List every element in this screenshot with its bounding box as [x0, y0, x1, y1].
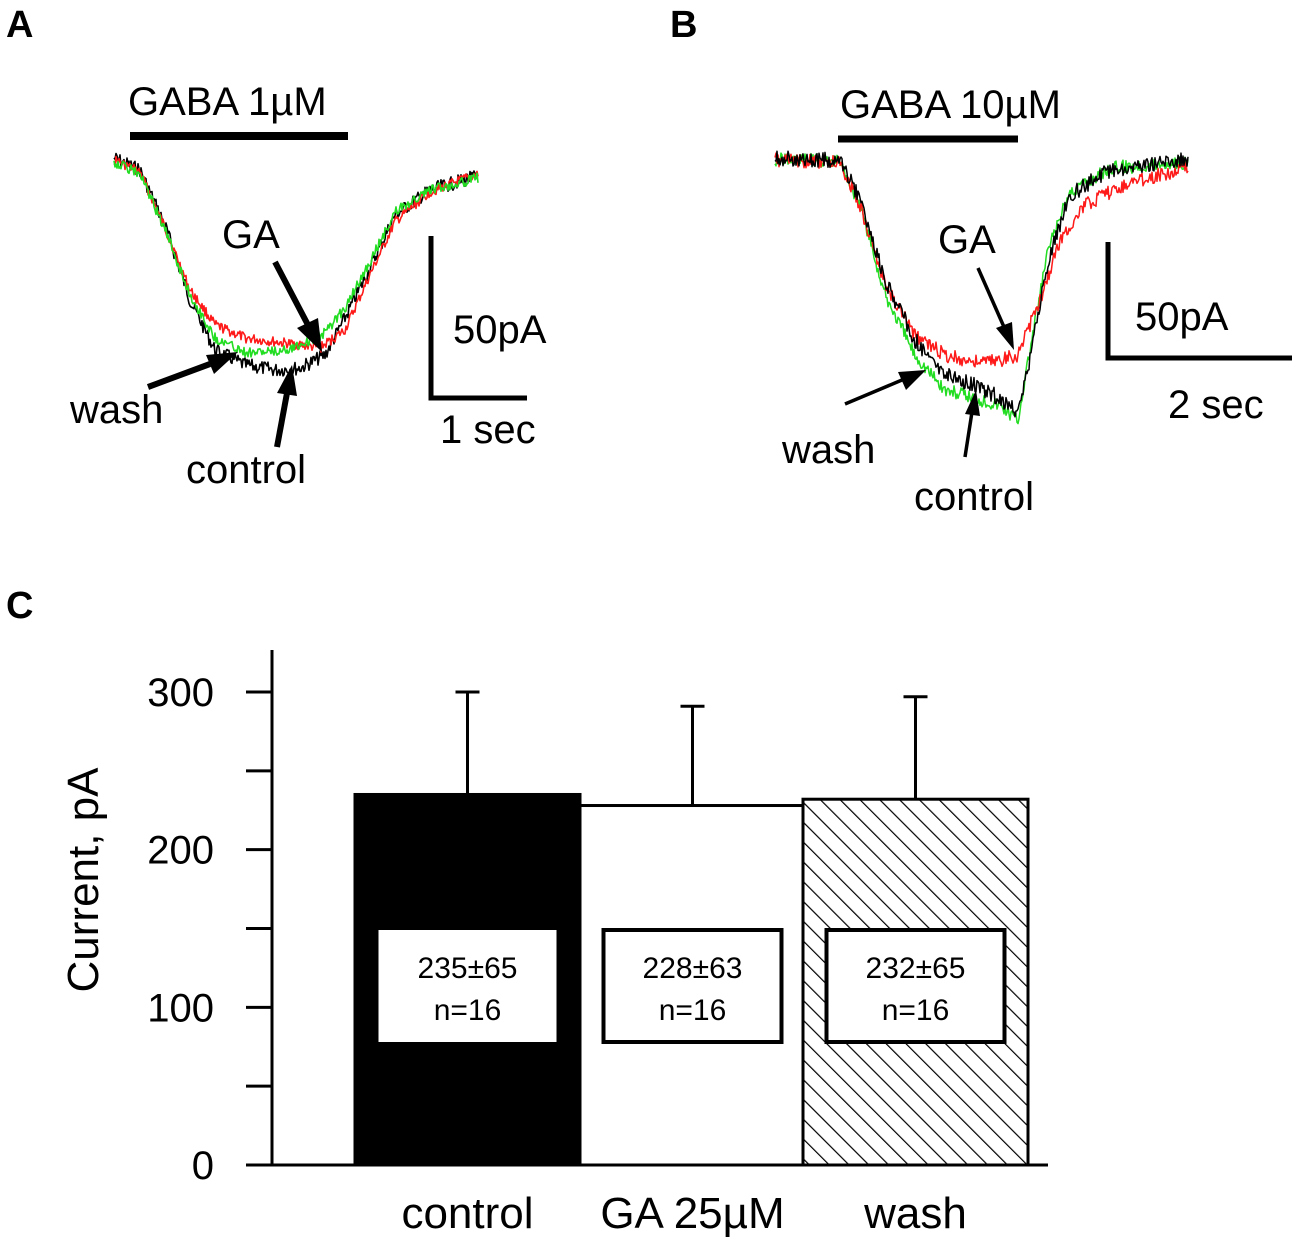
- ga-arrowhead-a: [297, 318, 322, 352]
- ga-arrowhead-b: [996, 322, 1014, 350]
- panel-b: B GABA 10µM 50pA 2 sec GA wash control: [670, 4, 1292, 519]
- x-category-label: wash: [863, 1189, 967, 1238]
- panel-letter-a: A: [6, 4, 33, 46]
- ga-label-b: GA: [938, 218, 996, 262]
- ga-arrow-line-a: [272, 260, 311, 327]
- bar-chart: 0 100 200 300 235±65 n=16 control 228±63 n=16 GA …: [147, 650, 1048, 1238]
- scale-y-label-b: 50pA: [1135, 295, 1229, 339]
- control-arrowhead-a: [277, 365, 297, 396]
- trace-ga-b: [774, 152, 1189, 368]
- y-axis-label: Current, pA: [59, 767, 108, 993]
- annotation-n: n=16: [434, 994, 502, 1027]
- annotation-box: [601, 928, 784, 1044]
- wash-arrowhead-b: [898, 370, 926, 390]
- scale-x-label-a: 1 sec: [440, 408, 536, 452]
- y-tick-label: 200: [147, 829, 214, 873]
- current-traces-a: [113, 152, 479, 377]
- wash-arrow-line-b: [844, 378, 903, 406]
- current-traces-b: [774, 150, 1189, 425]
- y-tick-label: 0: [192, 1144, 214, 1188]
- drug-label-b: GABA 10µM: [840, 83, 1061, 127]
- scale-y-label-a: 50pA: [453, 308, 547, 352]
- control-label-b: control: [914, 475, 1034, 519]
- trace-ga-a: [113, 155, 479, 353]
- annotation-box: [378, 930, 557, 1042]
- x-category-label: GA 25µM: [600, 1189, 784, 1238]
- annotation-mean: 235±65: [418, 952, 518, 985]
- wash-label-a: wash: [69, 388, 163, 432]
- trace-control-b: [774, 150, 1189, 418]
- trace-wash-a: [113, 160, 479, 358]
- scale-bar-b: [1105, 242, 1292, 361]
- annotation-mean: 228±63: [643, 952, 743, 985]
- annotation-box: [824, 928, 1007, 1044]
- panel-letter-b: B: [670, 4, 697, 46]
- annotation-n: n=16: [882, 994, 950, 1027]
- annotation-n: n=16: [659, 994, 727, 1027]
- scale-x-label-b: 2 sec: [1168, 383, 1264, 427]
- wash-arrow-line-a: [146, 361, 212, 390]
- panel-c: C Current, pA 0 100 200 300 235±65 n=16 contro…: [6, 585, 1048, 1238]
- wash-arrowhead-a: [206, 352, 238, 374]
- y-tick-label: 100: [147, 986, 214, 1030]
- scale-bar-a: [428, 236, 527, 401]
- panel-letter-c: C: [6, 585, 33, 627]
- wash-label-b: wash: [781, 428, 875, 472]
- control-arrowhead-b: [965, 390, 980, 416]
- panel-a: A GABA 1µM 50pA 1 sec GA wash control: [6, 4, 547, 492]
- control-arrow-line-a: [274, 392, 290, 448]
- ga-arrow-line-b: [976, 267, 1006, 328]
- control-label-a: control: [186, 448, 306, 492]
- drug-label-a: GABA 1µM: [128, 80, 327, 124]
- x-category-label: control: [401, 1189, 533, 1238]
- y-tick-label: 300: [147, 671, 214, 715]
- control-arrow-line-b: [963, 411, 974, 458]
- annotation-mean: 232±65: [866, 952, 966, 985]
- ga-label-a: GA: [222, 213, 280, 257]
